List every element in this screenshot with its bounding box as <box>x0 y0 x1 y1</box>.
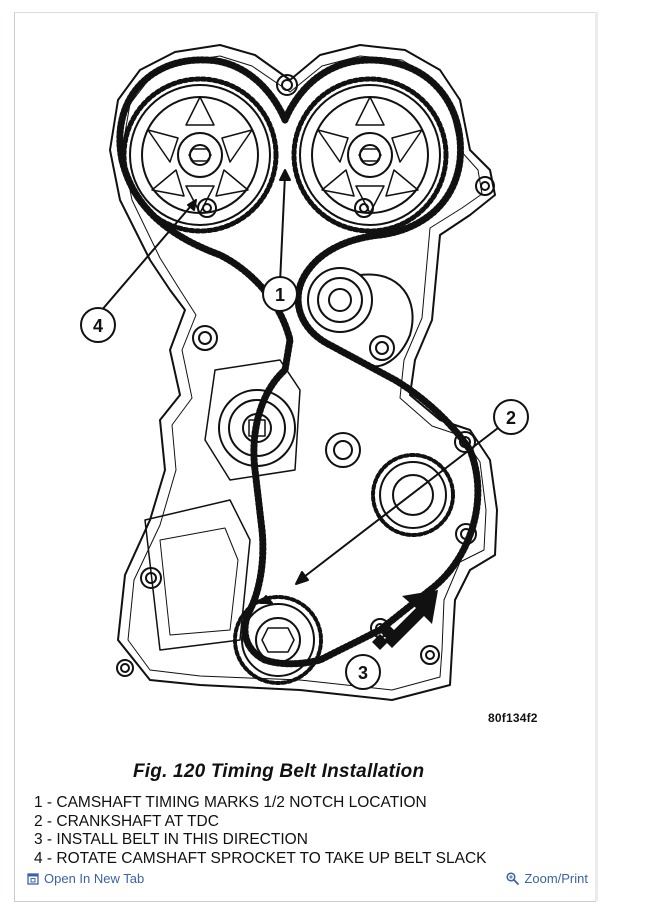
magnifier-icon <box>506 872 520 885</box>
external-window-icon <box>27 872 39 885</box>
idler-pulley <box>307 267 414 368</box>
callout-4 <box>80 307 116 343</box>
left-camshaft-sprocket <box>121 76 279 234</box>
legend-list: 1 - CAMSHAFT TIMING MARKS 1/2 NOTCH LOCA… <box>34 794 487 868</box>
belt-tensioner <box>192 325 301 481</box>
legend-item: 2 - CRANKSHAFT AT TDC <box>34 812 219 830</box>
callout-4-label: 4 <box>93 316 103 336</box>
callout-1-leader <box>279 174 286 284</box>
figure-footer: Open In New Tab Zoom/Print <box>14 864 594 900</box>
oil-pump-sprocket <box>371 453 455 537</box>
open-in-new-tab-link[interactable]: Open In New Tab <box>27 871 144 886</box>
open-in-new-tab-label: Open In New Tab <box>44 871 145 886</box>
legend-item: 3 - INSTALL BELT IN THIS DIRECTION <box>34 831 308 848</box>
callout-4-leader <box>94 199 197 319</box>
right-camshaft-sprocket <box>291 76 449 234</box>
install-direction-arrow <box>372 590 438 650</box>
zoom-print-link[interactable]: Zoom/Print <box>506 871 588 886</box>
crankshaft-sprocket <box>233 595 323 685</box>
callout-2 <box>493 399 529 435</box>
callout-1-label: 1 <box>275 285 285 305</box>
engine-block-outline <box>109 44 498 701</box>
figure-code: 80f134f2 <box>488 711 538 725</box>
panel-shadow <box>595 12 598 901</box>
callout-3-label: 3 <box>358 663 368 683</box>
figure-panel <box>14 12 596 902</box>
zoom-print-label: Zoom/Print <box>524 871 588 886</box>
callout-1 <box>262 276 298 312</box>
callout-3 <box>345 654 381 690</box>
callout-2-leader <box>299 427 499 581</box>
callout-2-label: 2 <box>506 408 516 428</box>
legend-item: 1 - CAMSHAFT TIMING MARKS 1/2 NOTCH LOCA… <box>34 794 427 811</box>
figure-title: Fig. 120 Timing Belt Installation <box>133 761 425 782</box>
legend-item: 4 - ROTATE CAMSHAFT SPROCKET TO TAKE UP … <box>34 849 487 867</box>
